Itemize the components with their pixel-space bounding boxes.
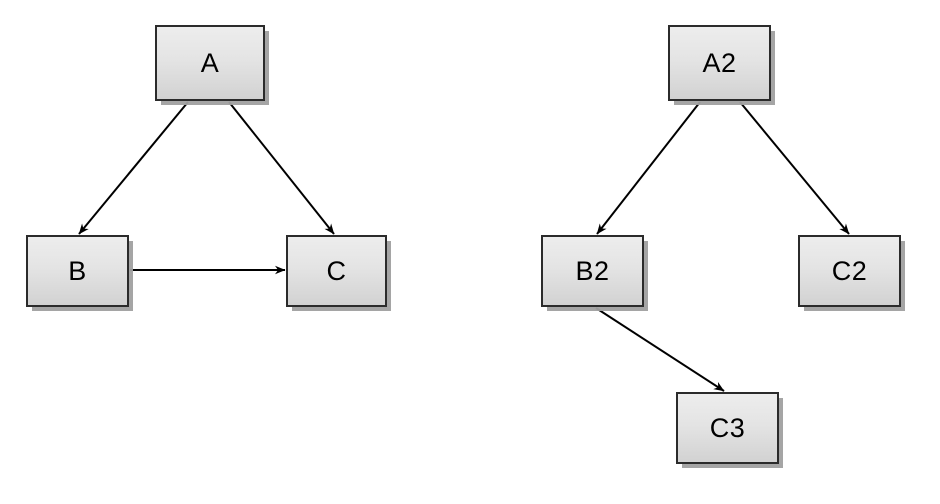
node-label-b: B	[68, 255, 87, 286]
node-label-a: A	[200, 47, 220, 78]
node-label-c3: C3	[709, 412, 746, 443]
node-label-b2: B2	[575, 255, 610, 286]
edges-group	[78, 101, 850, 392]
node-b[interactable]: B	[26, 235, 129, 307]
node-label-c: C	[326, 255, 347, 286]
edge-a2-c2	[739, 101, 850, 235]
edge-a-b	[78, 101, 189, 235]
node-a[interactable]: A	[155, 25, 265, 101]
node-label-a2: A2	[702, 47, 737, 78]
node-b2[interactable]: B2	[541, 235, 644, 307]
node-a2[interactable]: A2	[668, 25, 771, 101]
edge-b2-c3	[595, 307, 725, 392]
node-c2[interactable]: C2	[798, 235, 901, 307]
edge-a-c	[228, 101, 335, 235]
node-c[interactable]: C	[286, 235, 387, 307]
node-c3[interactable]: C3	[676, 392, 779, 464]
edge-a2-b2	[596, 101, 701, 235]
node-label-c2: C2	[831, 255, 868, 286]
